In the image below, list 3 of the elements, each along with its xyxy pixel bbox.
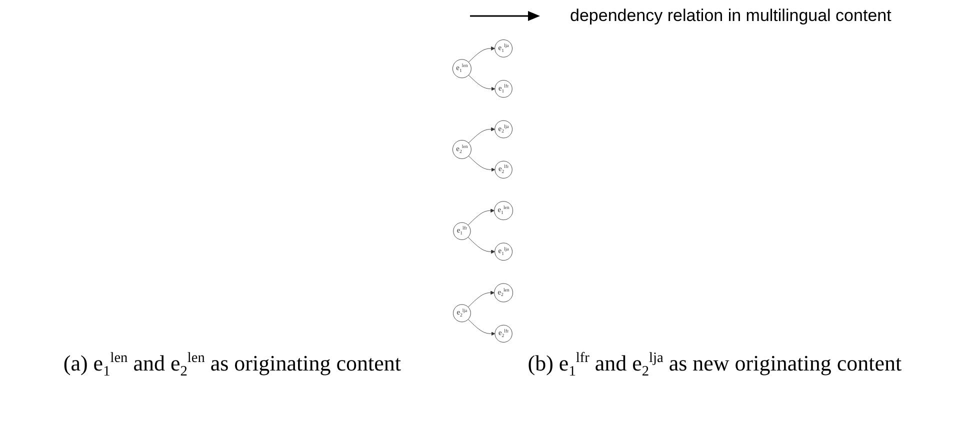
legend-text: dependency relation in multilingual content xyxy=(570,6,892,26)
figure-caption: (b) e$_{1}$$^{lfr}$ and e$_{2}$$^{lja}$ as new originating content xyxy=(528,350,902,381)
figure-caption: (a) e$_{1}$$^{len}$ and e$_{2}$$^{len}$ as originating content xyxy=(63,350,401,381)
